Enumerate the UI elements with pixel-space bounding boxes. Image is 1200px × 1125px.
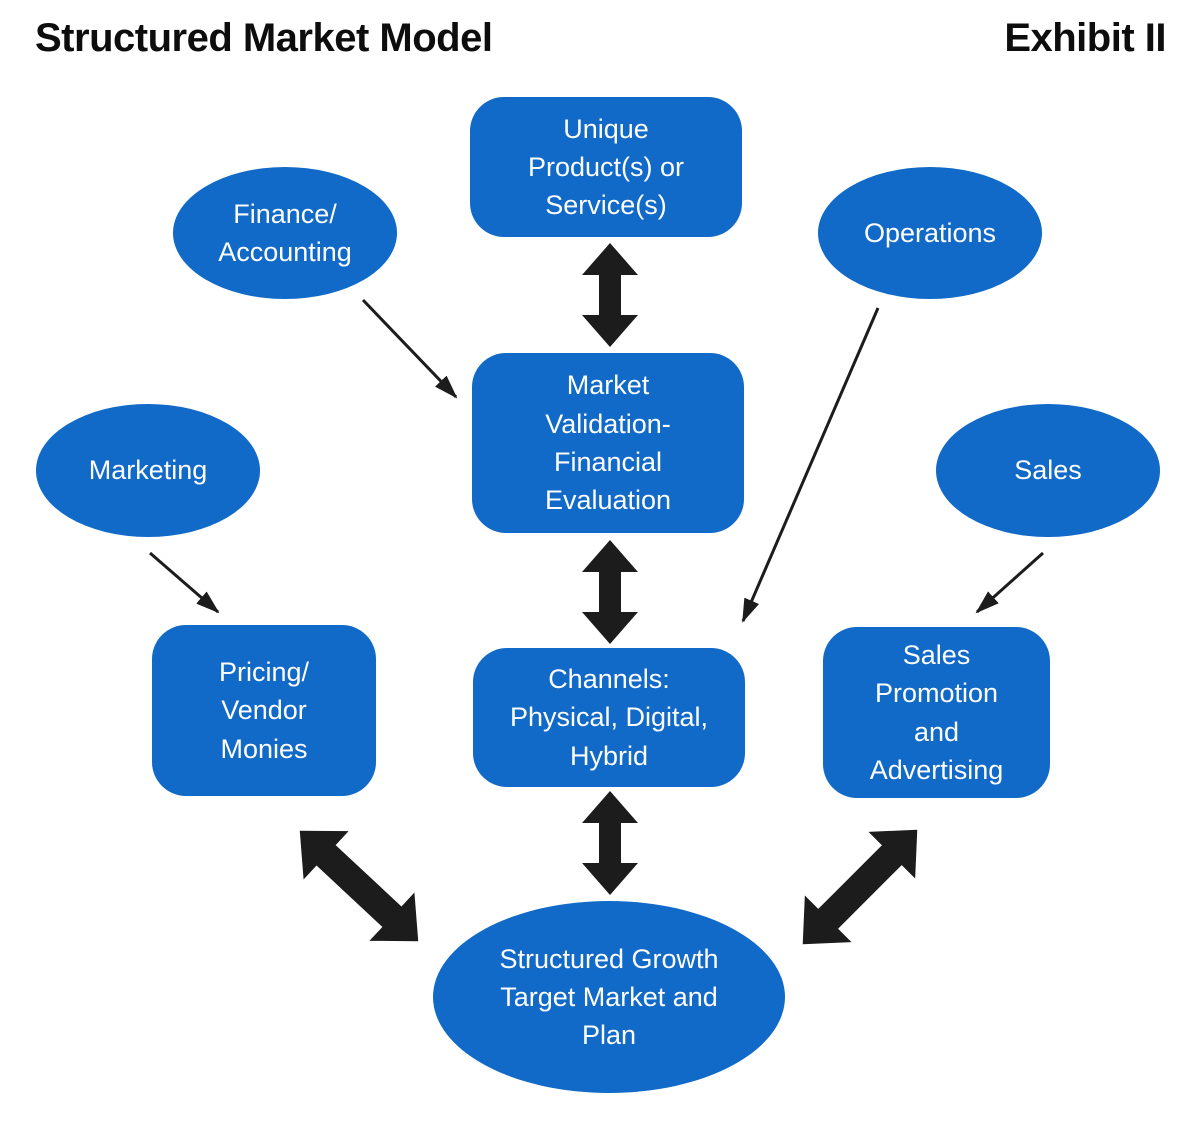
- double-arrow-unique-to-validation-icon: [582, 243, 638, 347]
- arrow-finance-to-validation-icon: [361, 298, 458, 399]
- arrow-sales-to-promotion-icon: [975, 551, 1044, 614]
- arrow-marketing-to-pricing-icon: [149, 551, 220, 614]
- node-channels: Channels: Physical, Digital, Hybrid: [473, 648, 745, 787]
- exhibit-label: Exhibit II: [1004, 16, 1166, 60]
- node-sales: Sales: [936, 404, 1160, 537]
- node-marketing: Marketing: [36, 404, 260, 537]
- node-unique-product: Unique Product(s) or Service(s): [470, 97, 742, 237]
- page-title: Structured Market Model: [35, 16, 493, 60]
- double-arrow-channels-to-growth-icon: [582, 791, 638, 895]
- double-arrow-promotion-to-growth-icon: [779, 806, 941, 968]
- arrow-operations-to-channels-icon: [741, 307, 880, 623]
- node-sales-promotion: Sales Promotion and Advertising: [823, 627, 1050, 798]
- node-operations: Operations: [818, 167, 1042, 299]
- node-structured-growth: Structured Growth Target Market and Plan: [433, 901, 785, 1093]
- double-arrow-validation-to-channels-icon: [582, 540, 638, 644]
- node-market-validation: Market Validation- Financial Evaluation: [472, 353, 744, 533]
- node-pricing-vendor-monies: Pricing/ Vendor Monies: [152, 625, 376, 796]
- node-finance-accounting: Finance/ Accounting: [173, 167, 397, 299]
- double-arrow-pricing-to-growth-icon: [277, 806, 441, 966]
